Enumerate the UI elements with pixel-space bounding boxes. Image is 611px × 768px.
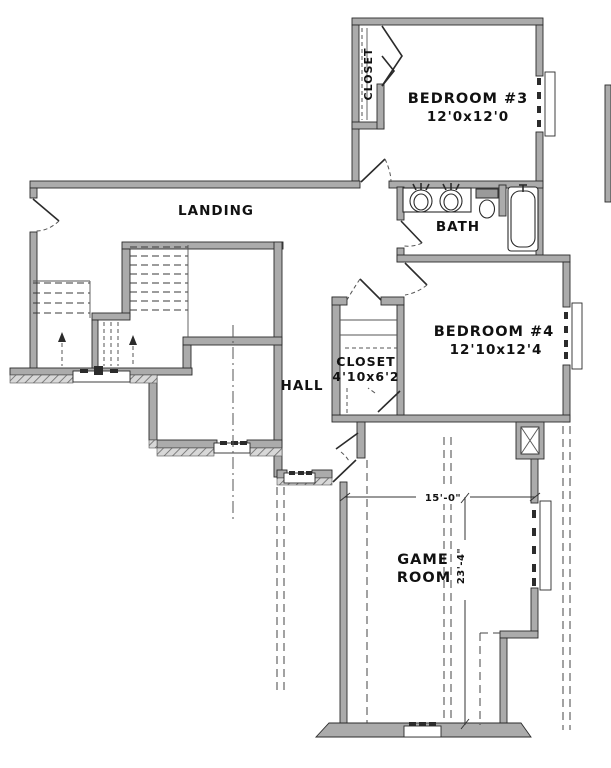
bedroom4-label: BEDROOM #4 (434, 324, 555, 340)
bathtub-icon (507, 184, 539, 252)
door-swing-icon-bedroom4 (404, 262, 428, 296)
door-swing-icon-bath (400, 220, 423, 247)
door-swing-icon-hall-closet-bottom (367, 387, 401, 413)
closet-bedroom3-interior (361, 25, 403, 120)
sink-icon (409, 183, 433, 213)
bedroom3-label: BEDROOM #3 (408, 91, 529, 107)
bedroom3-size: 12'0x12'0 (427, 109, 509, 125)
bifold-door-icon (381, 25, 403, 87)
door-swing-icon-landing (32, 198, 60, 232)
bedroom4-size: 12'10x12'4 (450, 342, 543, 358)
bifold-door-icon (381, 55, 396, 87)
stairs-icon (33, 245, 189, 375)
dimension-lines: 15'-0" 23'-4" (339, 489, 541, 730)
gameroom-label-line2: ROOM (397, 570, 451, 586)
doors (32, 158, 428, 483)
dimension-height-label: 23'-4" (456, 548, 467, 584)
landing-label: LANDING (178, 203, 254, 219)
hall-label: HALL (281, 378, 324, 394)
window-icon-bedroom3 (537, 71, 556, 137)
closet-hall-label: CLOSET (336, 354, 395, 369)
window-icon-gameroom-right (532, 500, 552, 591)
closet-hall-size: 4'10x6'2 (332, 369, 399, 384)
window-icon-storage (213, 441, 251, 454)
reference-lines (232, 325, 571, 730)
windows (72, 71, 583, 738)
door-swing-icon-hall-closet-top (346, 278, 382, 301)
window-icon-hall (283, 471, 316, 484)
window-icon-gameroom-bottom (403, 722, 442, 738)
sink-icon (439, 183, 463, 213)
closet-hall-interior (340, 319, 397, 415)
gameroom-label-line1: GAME (397, 552, 448, 568)
window-icon-bedroom4 (564, 302, 583, 370)
room-labels: LANDING CLOSET BEDROOM #3 12'0x12'0 BATH… (178, 48, 555, 586)
door-swing-icon-gameroom-double (332, 432, 359, 483)
bath-label: BATH (436, 219, 480, 235)
toilet-icon (475, 188, 499, 219)
chase-x-icon (515, 421, 545, 460)
closet-bedroom3-label: CLOSET (362, 48, 375, 101)
bath-fixtures (402, 183, 539, 252)
door-swing-icon-bedroom3 (360, 158, 392, 183)
dimension-width-label: 15'-0" (425, 493, 461, 504)
